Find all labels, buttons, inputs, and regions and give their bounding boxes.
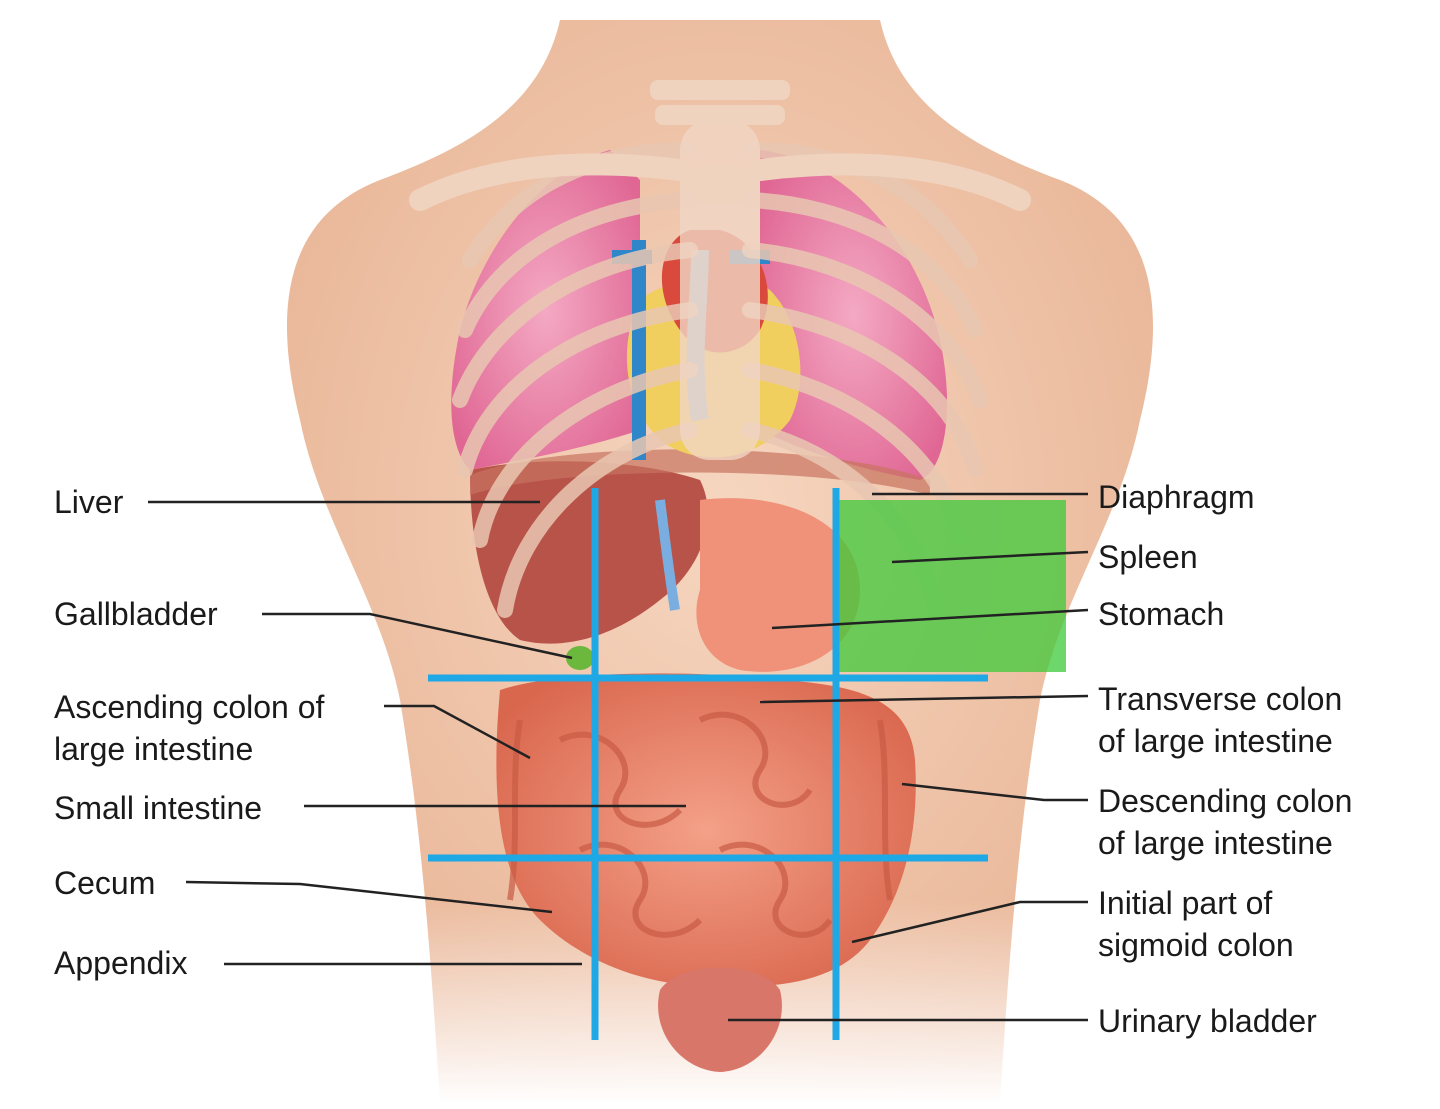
label-gallbladder: Gallbladder: [54, 596, 218, 632]
leader-gallbladder: [262, 612, 573, 660]
label-descending-colon: Descending colon of large intestine: [1098, 783, 1353, 861]
label-spleen: Spleen: [1098, 539, 1198, 575]
leader-sigmoid-colon: [851, 900, 1088, 944]
gallbladder-shape: [566, 646, 594, 670]
leader-cecum: [185, 880, 553, 914]
clavicles: [409, 153, 1031, 211]
label-sigmoid-colon: Initial part of sigmoid colon: [1098, 885, 1294, 963]
label-cecum: Cecum: [54, 865, 156, 901]
sternum: [680, 120, 760, 460]
leader-spleen: [891, 550, 1089, 564]
label-transverse-colon: Transverse colon of large intestine: [1098, 681, 1343, 759]
label-urinary-bladder: Urinary bladder: [1098, 1003, 1317, 1039]
leader-stomach: [771, 608, 1089, 630]
leader-transverse-colon: [759, 694, 1089, 704]
label-stomach: Stomach: [1098, 596, 1225, 632]
label-small-intestine: Small intestine: [54, 790, 263, 826]
stomach-shape: [696, 498, 860, 672]
leader-descending-colon: [901, 782, 1088, 802]
spine-neck: [650, 80, 790, 125]
label-liver: Liver: [54, 484, 124, 520]
leader-ascending-colon: [384, 704, 531, 760]
leader-lines: [148, 492, 1089, 1022]
luq-highlight: [838, 500, 1066, 672]
liver-shape: [470, 461, 708, 644]
intestine-coils: [507, 711, 893, 938]
label-appendix: Appendix: [54, 945, 188, 981]
urinary-bladder-shape: [658, 967, 782, 1072]
right-lung: [451, 150, 640, 470]
label-diaphragm: Diaphragm: [1098, 479, 1255, 515]
intestine-mass: [496, 673, 916, 987]
region-grid: [428, 488, 988, 1040]
left-lung: [760, 150, 948, 480]
label-ascending-colon: Ascending colon of large intestine: [54, 689, 325, 767]
